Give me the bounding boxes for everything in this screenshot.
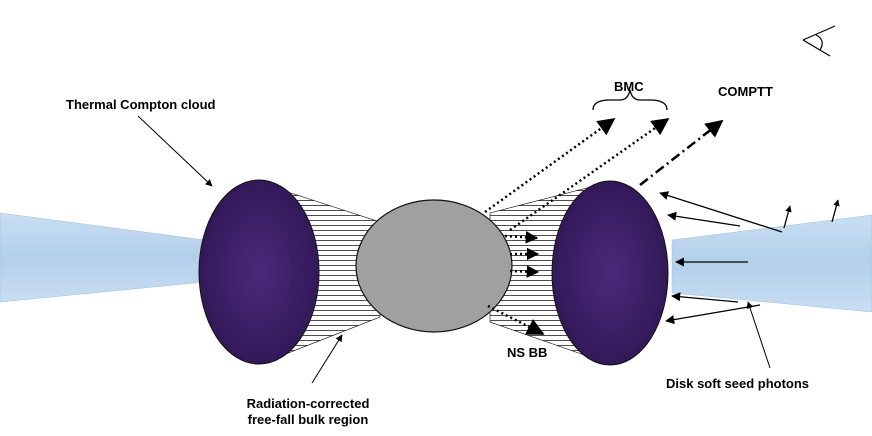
right-compton-cloud xyxy=(551,180,669,366)
comptt-label: COMPTT xyxy=(718,84,773,99)
radiation-label-line2: free-fall bulk region xyxy=(247,412,369,427)
thermal-compton-cloud-label: Thermal Compton cloud xyxy=(66,97,216,112)
left-compton-cloud xyxy=(198,179,320,365)
seed-arrow-2 xyxy=(667,211,741,227)
ns-bb-label: NS BB xyxy=(507,345,548,360)
neutron-star xyxy=(355,199,513,333)
bmc-arrow-1 xyxy=(484,117,616,214)
radiation-corrected-label: Radiation-corrected free-fall bulk regio… xyxy=(243,396,373,428)
observer-eye-icon xyxy=(802,25,836,57)
right-accretion-disk xyxy=(671,214,872,313)
bmc-brace xyxy=(592,89,668,111)
radiation-pointer xyxy=(311,334,343,384)
seed-arrow-5 xyxy=(665,304,761,325)
seed-arrow-4 xyxy=(671,292,739,303)
thermal-cloud-pointer xyxy=(137,115,213,187)
disk-seed-photons-label: Disk soft seed photons xyxy=(666,376,810,391)
disk-seed-pointer xyxy=(746,301,771,369)
bmc-label: BMC xyxy=(614,79,644,94)
radiation-label-line1: Radiation-corrected xyxy=(246,396,370,411)
disk-emission-arrow-2 xyxy=(831,199,840,223)
seed-arrow-1 xyxy=(659,191,783,233)
left-accretion-disk xyxy=(0,212,206,303)
disk-emission-arrow-1 xyxy=(783,205,792,229)
ns-bb-arrow xyxy=(487,304,545,336)
bmc-arrow-2 xyxy=(509,117,670,232)
comptt-arrow xyxy=(639,119,724,186)
bulk-arrow-1 xyxy=(504,231,539,244)
